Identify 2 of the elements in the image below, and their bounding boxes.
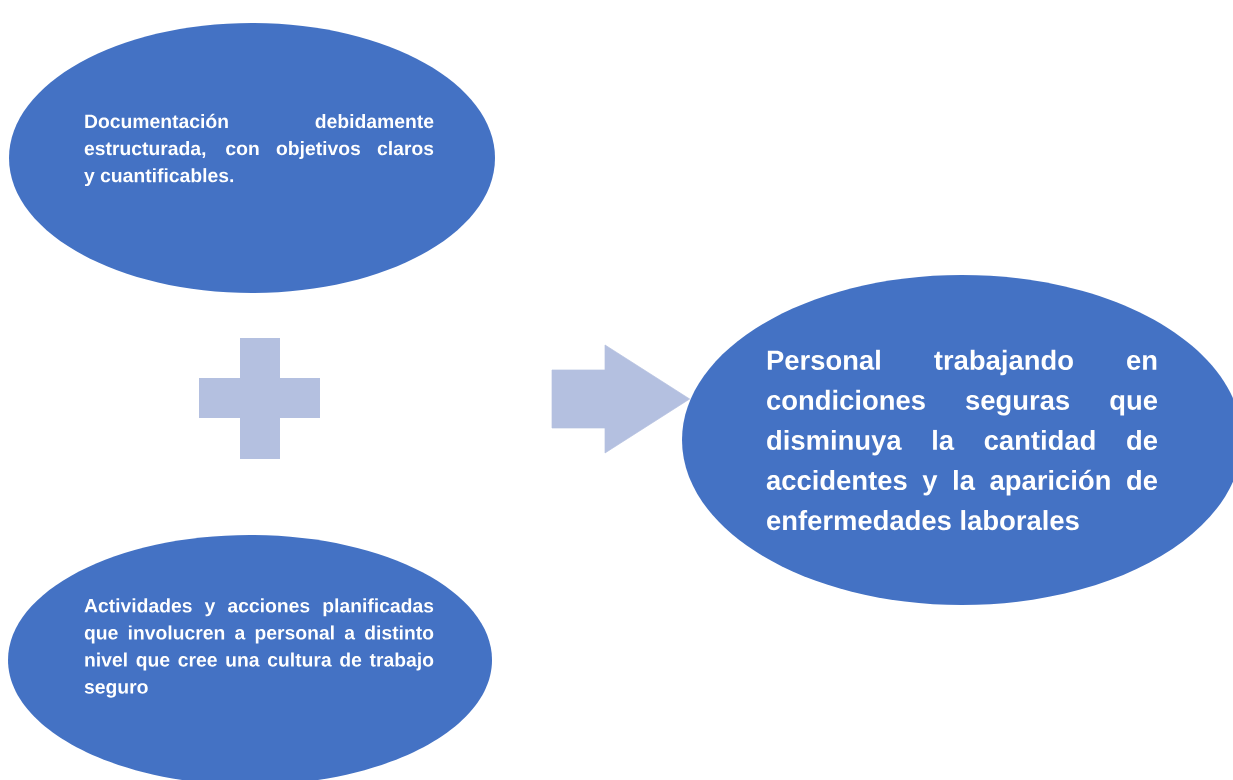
arrow <box>551 344 690 454</box>
ellipse-node: Documentación debidamente estructurada, con objetivos claros y cuantificables. <box>9 23 495 293</box>
